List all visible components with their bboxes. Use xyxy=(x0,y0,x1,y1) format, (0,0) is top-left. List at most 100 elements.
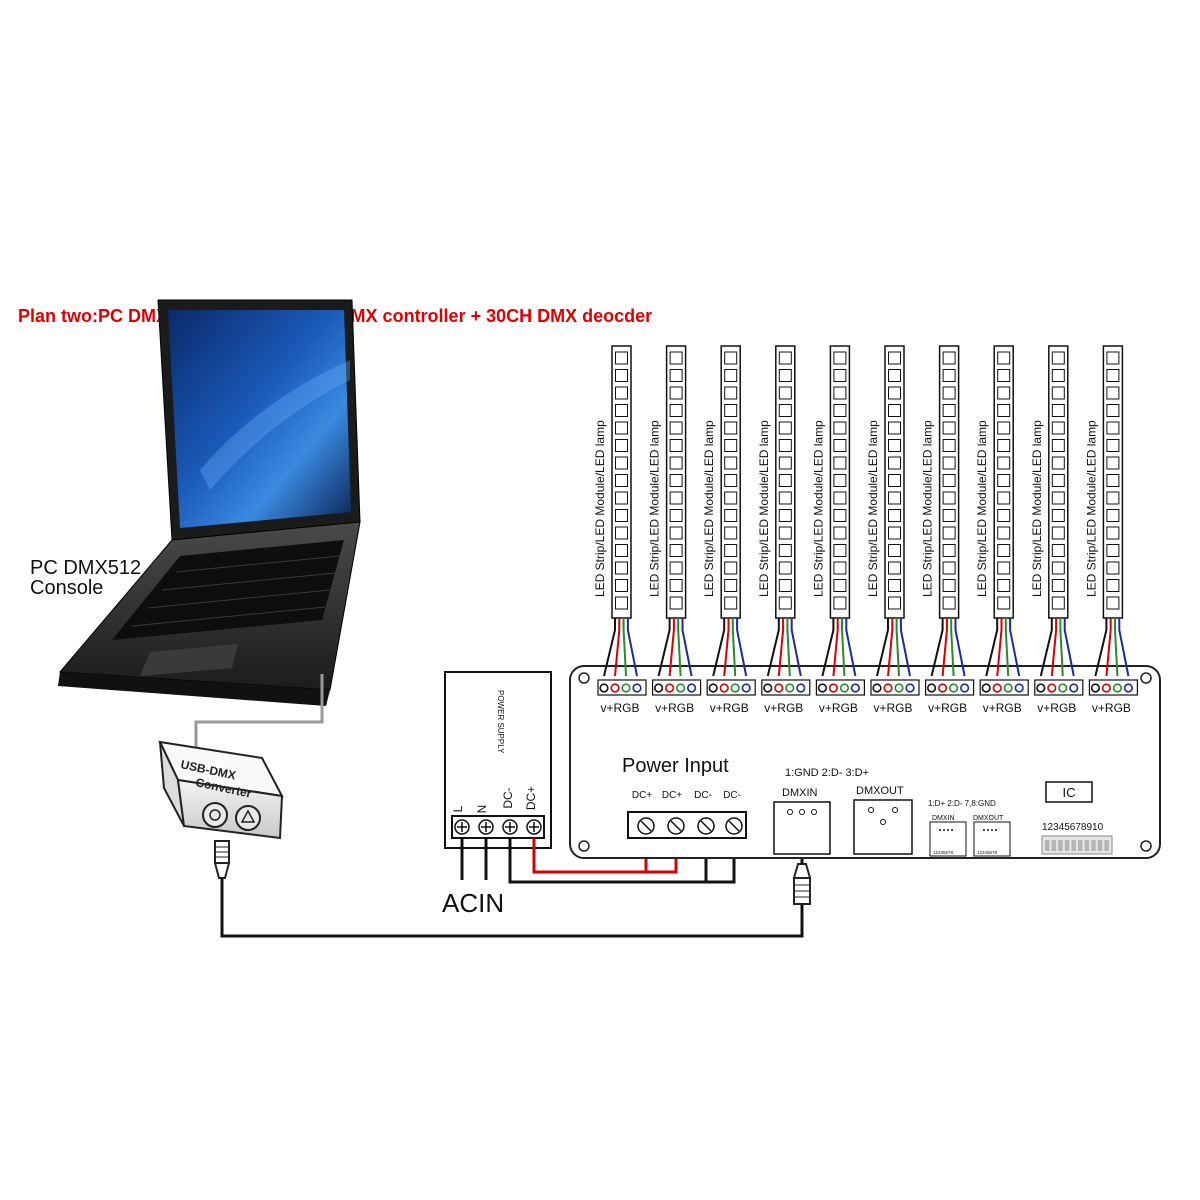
led-wire xyxy=(1118,618,1130,677)
led-chip xyxy=(888,596,901,610)
pc-console-label: PC DMX512 Console xyxy=(30,558,141,598)
output-terminal-screw xyxy=(926,683,937,693)
led-chip xyxy=(833,544,847,557)
led-chip xyxy=(778,421,792,435)
led-chip xyxy=(615,421,628,435)
led-chip xyxy=(615,439,628,452)
output-label: v+RGB xyxy=(983,701,1022,715)
led-chip xyxy=(669,369,683,382)
pi-term-label-2: DC+ xyxy=(662,790,682,801)
led-wire xyxy=(723,618,730,677)
led-chip xyxy=(1106,579,1120,592)
output-terminal-screw xyxy=(1123,683,1133,693)
led-chip xyxy=(942,491,956,505)
led-chip xyxy=(833,579,847,592)
led-chip xyxy=(942,526,956,540)
pi-term-label-4: DC- xyxy=(723,790,741,801)
rj45-pinout-label: 1:D+ 2:D- 7,8:GND xyxy=(928,799,996,808)
dmxout-xlr-label: DMXOUT xyxy=(856,785,904,797)
led-wire xyxy=(899,618,911,677)
led-chip xyxy=(724,474,738,487)
dip-key xyxy=(1045,840,1050,851)
laptop-keyboard xyxy=(112,540,344,640)
led-chip xyxy=(888,579,901,592)
led-wire xyxy=(603,618,616,677)
led-wire xyxy=(996,618,1003,677)
led-chip xyxy=(669,526,683,540)
led-chip xyxy=(669,421,683,435)
output-terminal-screw xyxy=(664,683,675,693)
led-chip xyxy=(1106,421,1120,435)
laptop-screen xyxy=(168,310,351,528)
output-label: v+RGB xyxy=(600,701,639,715)
led-strip-label: LED Strip/LED Module/LED lamp xyxy=(921,420,935,597)
led-chip xyxy=(1106,561,1120,575)
output-terminal-screw xyxy=(905,683,915,693)
led-chip xyxy=(833,596,847,610)
led-chip xyxy=(778,439,792,452)
led-chip xyxy=(997,561,1011,575)
led-chip xyxy=(615,509,628,522)
led-chip xyxy=(1106,596,1120,610)
led-chip xyxy=(778,386,792,400)
led-chip xyxy=(724,351,738,365)
pc-console-label-line2: Console xyxy=(30,577,104,599)
led-chip xyxy=(942,351,956,365)
led-chip xyxy=(724,386,738,400)
led-wire xyxy=(766,618,780,677)
output-terminal-screw xyxy=(796,683,806,693)
led-chip xyxy=(778,561,792,575)
led-wire xyxy=(657,618,671,677)
led-chip xyxy=(888,561,901,575)
output-terminal-screw xyxy=(1090,683,1100,693)
led-chip xyxy=(778,474,792,487)
led-wire xyxy=(941,618,948,677)
power-supply: POWER SUPPLY L N DC- DC+ xyxy=(444,671,552,849)
led-chip xyxy=(778,579,792,592)
led-chip xyxy=(1051,579,1065,592)
led-wire xyxy=(681,618,693,677)
led-wire xyxy=(614,618,621,677)
usb-dmx-converter: USB-DMX Converter xyxy=(158,740,284,840)
led-chip xyxy=(615,596,628,610)
output-terminal-screw xyxy=(719,683,729,693)
output-terminal-screw xyxy=(730,683,740,693)
led-wire xyxy=(712,618,726,677)
led-chip xyxy=(778,544,792,557)
led-chip xyxy=(942,561,956,575)
led-chip xyxy=(942,579,956,592)
led-chip xyxy=(888,351,901,365)
output-terminal-screw xyxy=(872,683,882,693)
led-chip xyxy=(615,579,628,592)
led-chip xyxy=(615,404,628,417)
rj45-out-label: DMXOUT xyxy=(973,815,1004,822)
led-chip xyxy=(833,509,847,522)
led-chip xyxy=(888,491,901,505)
led-chip xyxy=(942,509,956,522)
led-chip xyxy=(1106,544,1120,557)
led-chip xyxy=(833,351,847,365)
led-chip xyxy=(1051,491,1065,505)
led-chip xyxy=(724,596,738,610)
led-chip xyxy=(778,509,792,522)
output-terminal-screw xyxy=(839,683,850,693)
led-chip xyxy=(1106,351,1120,365)
led-wire xyxy=(1059,618,1064,677)
led-chip xyxy=(669,404,683,417)
led-chip xyxy=(997,439,1011,452)
led-chip xyxy=(669,386,683,400)
led-chip xyxy=(888,509,901,522)
led-wire xyxy=(930,618,944,677)
output-terminal-screw xyxy=(741,683,751,693)
led-chip xyxy=(669,579,683,592)
led-chip xyxy=(1051,596,1065,610)
dip-key xyxy=(1051,840,1057,851)
led-chip xyxy=(888,439,901,452)
